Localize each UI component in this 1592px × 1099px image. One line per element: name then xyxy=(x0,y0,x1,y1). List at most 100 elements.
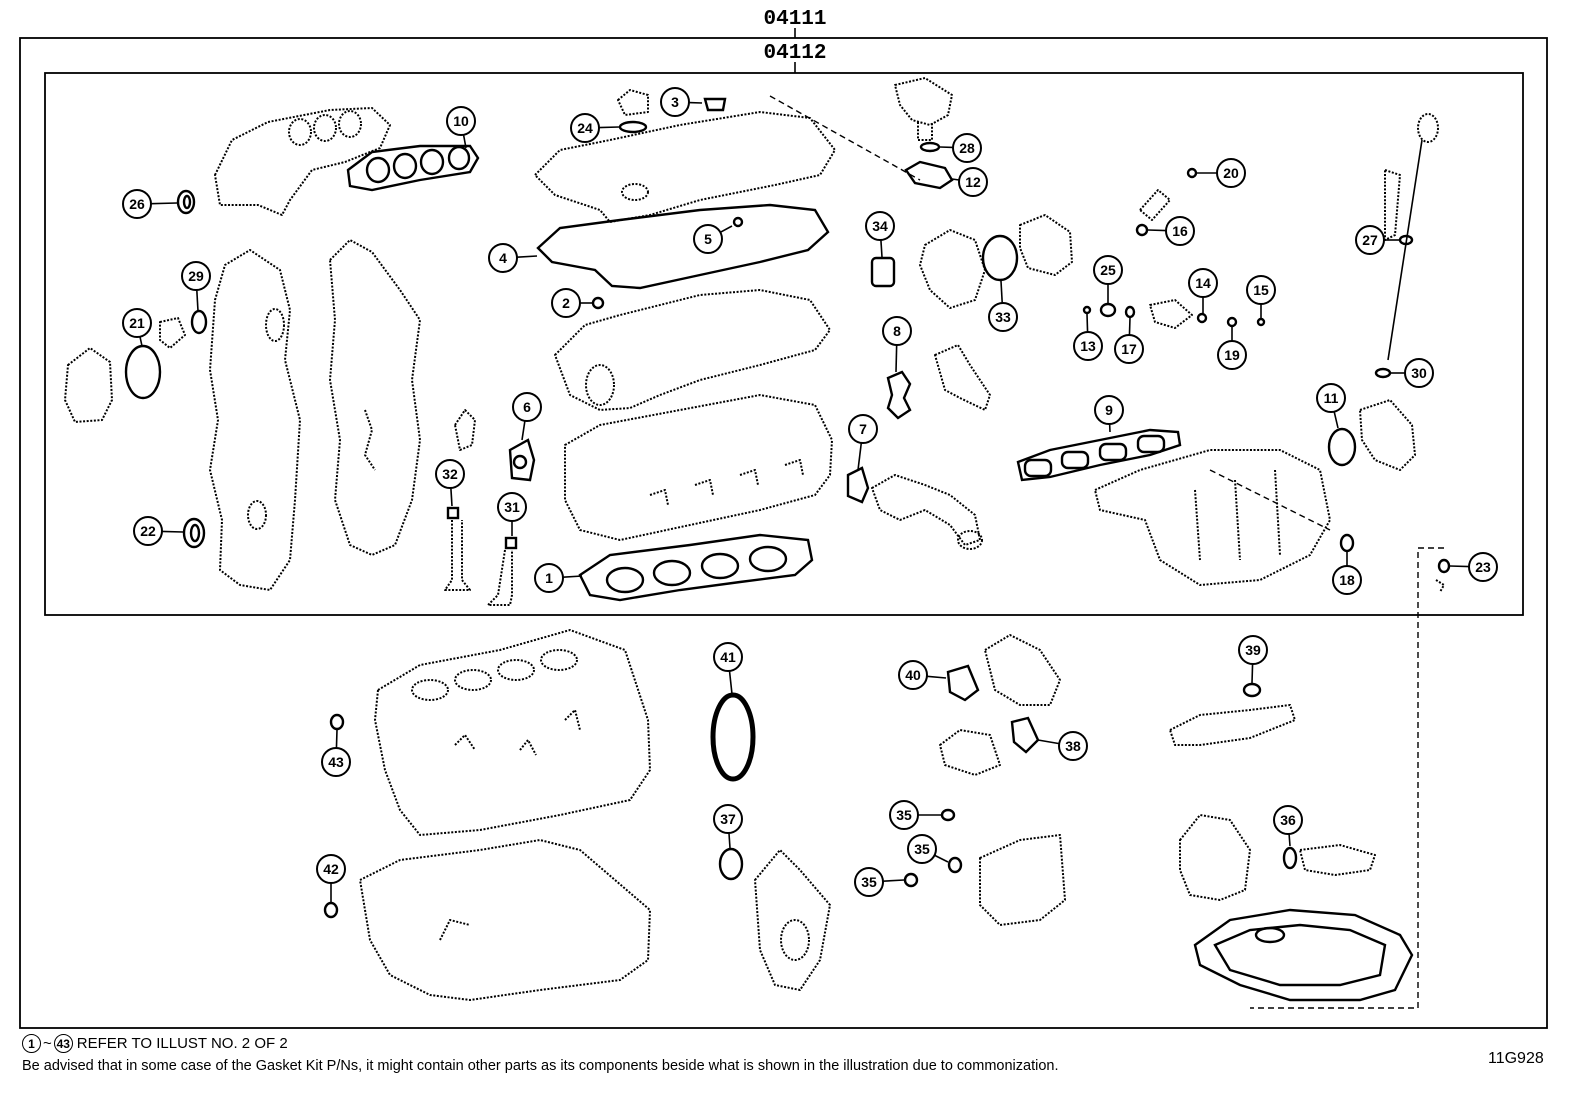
gasket-6 xyxy=(508,438,536,482)
callout-number: 17 xyxy=(1121,341,1137,357)
callout-circle xyxy=(1114,334,1144,364)
callout-leader xyxy=(728,832,731,849)
figure-id: 11G928 xyxy=(1488,1050,1544,1067)
callout-circle xyxy=(1238,635,1268,665)
throttle-body xyxy=(1359,399,1416,471)
callout-number: 20 xyxy=(1223,165,1239,181)
gasket-38 xyxy=(1010,716,1040,754)
gasket-34 xyxy=(870,256,896,288)
gasket-19 xyxy=(1226,316,1238,328)
exhaust-valve xyxy=(444,520,471,591)
callout-circle xyxy=(570,113,600,143)
callout-number: 6 xyxy=(523,399,531,415)
o-ring-35a xyxy=(940,808,956,822)
callout-circle xyxy=(1316,383,1346,413)
gasket-6-hole xyxy=(512,454,528,470)
cylinder-head-cover xyxy=(534,111,836,223)
callout-leader xyxy=(450,487,453,507)
callout-leader xyxy=(150,202,178,205)
callout-circle xyxy=(882,316,912,346)
intake-port xyxy=(1060,450,1090,470)
callout-circle xyxy=(1093,255,1123,285)
callout-leader xyxy=(1037,739,1060,745)
block-bore xyxy=(411,679,449,701)
water-outlet-stem xyxy=(917,122,933,141)
timing-cover-rear xyxy=(209,249,301,591)
callout-number: 13 xyxy=(1080,338,1096,354)
callout-leader xyxy=(728,670,733,695)
callout-circle xyxy=(907,834,937,864)
oil-pump-hole xyxy=(780,919,810,961)
timing-cover-rib xyxy=(364,409,376,471)
callout-circle xyxy=(898,660,928,690)
insulator-hole xyxy=(313,114,337,142)
water-pump-cover-left xyxy=(64,347,113,423)
oil-filler-cap xyxy=(617,89,649,116)
cylinder-head-gasket xyxy=(578,533,814,602)
callout-number: 3 xyxy=(671,94,679,110)
callout-circle xyxy=(1058,731,1088,761)
cylinder-block xyxy=(374,629,651,836)
callout-number: 34 xyxy=(872,218,888,234)
callout-number: 18 xyxy=(1339,572,1355,588)
callout-circle xyxy=(446,106,476,136)
intake-runner xyxy=(1194,489,1201,561)
callout-leader xyxy=(1333,411,1339,429)
callout-number: 41 xyxy=(720,649,736,665)
callout-leader xyxy=(598,126,620,129)
callout-circle xyxy=(497,492,527,522)
gasket-25 xyxy=(1099,302,1117,318)
callout-number: 29 xyxy=(188,268,204,284)
footer-reference: 1 ~ 43 REFER TO ILLUST NO. 2 OF 2 xyxy=(22,1034,288,1053)
callout-leader xyxy=(1288,833,1291,847)
water-inlet-mouth xyxy=(957,530,983,550)
oil-pan-link xyxy=(1250,547,1444,1009)
timing-cover-hole xyxy=(247,500,267,530)
callout-leader xyxy=(934,854,949,863)
callout-number: 9 xyxy=(1105,402,1113,418)
filler-cap-gasket-3 xyxy=(703,97,727,112)
callout-leader xyxy=(462,134,467,149)
kit-frame-outer xyxy=(19,37,1548,1029)
callout-number: 35 xyxy=(896,807,912,823)
gasket-port xyxy=(365,156,391,184)
oil-pan xyxy=(1193,908,1414,1002)
callout-leader xyxy=(880,239,883,258)
callout-number: 27 xyxy=(1362,232,1378,248)
block-bore xyxy=(540,649,578,671)
cylinder-head-port xyxy=(784,459,804,476)
callout-leader xyxy=(1251,663,1254,684)
sensor-16 xyxy=(1139,189,1171,221)
callout-number: 43 xyxy=(328,754,344,770)
crank-seal-22 xyxy=(182,517,206,549)
gasket-8 xyxy=(886,370,912,420)
oil-level-gauge xyxy=(1387,139,1423,361)
callout-circle xyxy=(1217,340,1247,370)
oil-pump-cover xyxy=(979,834,1066,926)
callout-number: 36 xyxy=(1280,812,1296,828)
intake-valve xyxy=(487,549,513,606)
callout-number: 15 xyxy=(1253,282,1269,298)
block-bore xyxy=(497,659,535,681)
callout-leader xyxy=(951,178,960,181)
crankcase xyxy=(359,839,651,1001)
callout-number: 32 xyxy=(442,466,458,482)
head-gasket-bore xyxy=(700,552,740,580)
callout-number: 38 xyxy=(1065,738,1081,754)
head-gasket-bore xyxy=(605,566,645,594)
block-rib xyxy=(564,709,581,731)
sensor-14 xyxy=(1149,299,1193,329)
callout-number: 22 xyxy=(140,523,156,539)
callout-leader xyxy=(719,225,733,234)
gasket-23 xyxy=(1437,558,1451,574)
callout-circle xyxy=(512,392,542,422)
callout-circle xyxy=(1332,565,1362,595)
oil-filter-union xyxy=(1299,844,1376,876)
callout-leader xyxy=(139,336,143,347)
callout-leader xyxy=(161,530,184,533)
exhaust-manifold-gasket xyxy=(346,144,480,192)
callout-leader xyxy=(1086,313,1089,333)
footer-refer-text: REFER TO ILLUST NO. 2 OF 2 xyxy=(76,1035,288,1052)
